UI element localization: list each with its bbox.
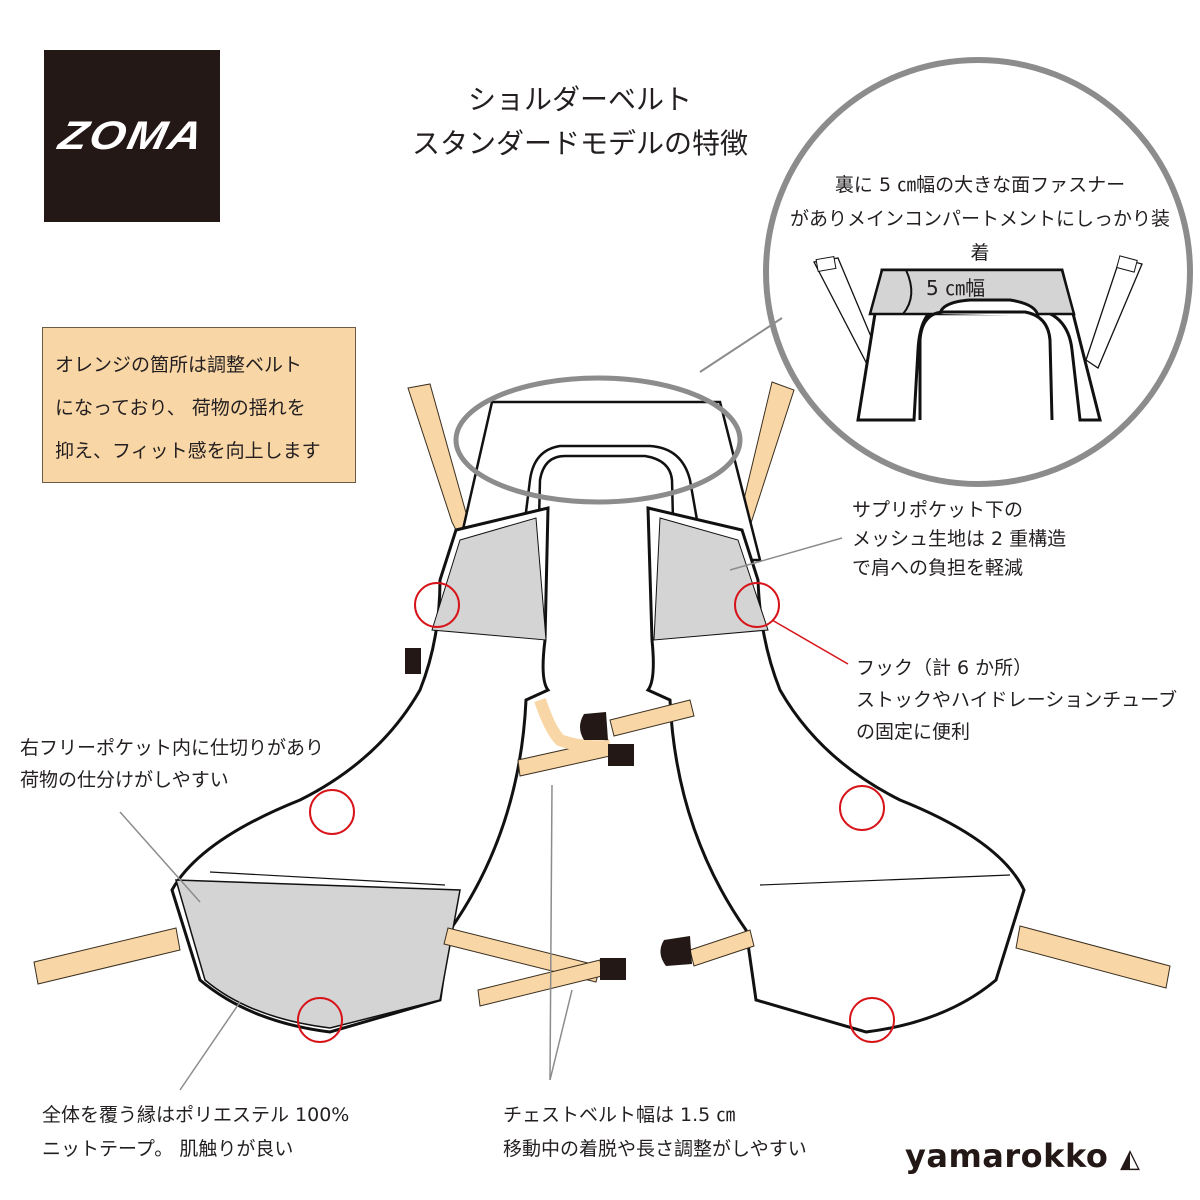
yamarokko-logo: yamarokko ◭ (905, 1137, 1140, 1175)
yamarokko-mark-icon: ◭ (1119, 1144, 1141, 1174)
hooks-callout: フック（計 6 か所） ストックやハイドレーションチューブ の固定に便利 (856, 652, 1177, 748)
mesh-callout: サプリポケット下の メッシュ生地は 2 重構造 で肩への負担を軽減 (852, 496, 1066, 583)
velcro-callout-line-1: 裏に 5 ㎝幅の大きな面ファスナー (834, 174, 1126, 196)
zoom-detail-circle (699, 57, 1193, 487)
pocket-line-1: 右フリーポケット内に仕切りがあり (20, 737, 325, 759)
mesh-line-3: で肩への負担を軽減 (852, 557, 1024, 579)
chest-line-1: チェストベルト幅は 1.5 ㎝ (503, 1104, 736, 1126)
hooks-line-2: ストックやハイドレーションチューブ (856, 689, 1178, 711)
adjust-belt-note: オレンジの箇所は調整ベルト になっており、 荷物の揺れを 抑え、フィット感を向上… (42, 327, 356, 483)
edge-line-1: 全体を覆う縁はポリエステル 100% (42, 1104, 350, 1126)
adjust-note-line-2: になっており、 荷物の揺れを (55, 397, 306, 419)
edge-tape-callout: 全体を覆う縁はポリエステル 100% ニットテープ。 肌触りが良い (42, 1098, 349, 1166)
yoke-highlight-ellipse (453, 375, 743, 505)
title-line-2: スタンダードモデルの特徴 (411, 127, 748, 160)
velcro-width-label: 5 ㎝幅 (926, 276, 986, 300)
velcro-callout: 裏に 5 ㎝幅の大きな面ファスナー がありメインコンパートメントにしっかり装着 (790, 168, 1170, 270)
yamarokko-logo-text: yamarokko (905, 1137, 1109, 1175)
zoma-logo: ZOMA (44, 50, 220, 222)
hooks-line-1: フック（計 6 か所） (856, 657, 1033, 679)
mesh-line-2: メッシュ生地は 2 重構造 (852, 528, 1067, 550)
adjust-note-line-3: 抑え、フィット感を向上します (55, 440, 321, 462)
page-title: ショルダーベルト スタンダードモデルの特徴 (380, 78, 780, 166)
buckles (580, 712, 692, 980)
pocket-line-2: 荷物の仕分けがしやすい (20, 769, 229, 791)
pocket-callout: 右フリーポケット内に仕切りがあり 荷物の仕分けがしやすい (20, 732, 324, 796)
edge-line-2: ニットテープ。 肌触りが良い (42, 1138, 294, 1160)
title-line-1: ショルダーベルト (467, 83, 692, 116)
hooks-line-3: の固定に便利 (856, 721, 971, 743)
hook-circles (297, 582, 895, 1043)
chest-belt-callout: チェストベルト幅は 1.5 ㎝ 移動中の着脱や長さ調整がしやすい (503, 1098, 807, 1166)
chest-line-2: 移動中の着脱や長さ調整がしやすい (503, 1138, 807, 1160)
velcro-callout-line-2: がありメインコンパートメントにしっかり装着 (790, 208, 1171, 264)
mesh-line-1: サプリポケット下の (852, 499, 1024, 521)
adjust-note-line-1: オレンジの箇所は調整ベルト (55, 354, 303, 376)
